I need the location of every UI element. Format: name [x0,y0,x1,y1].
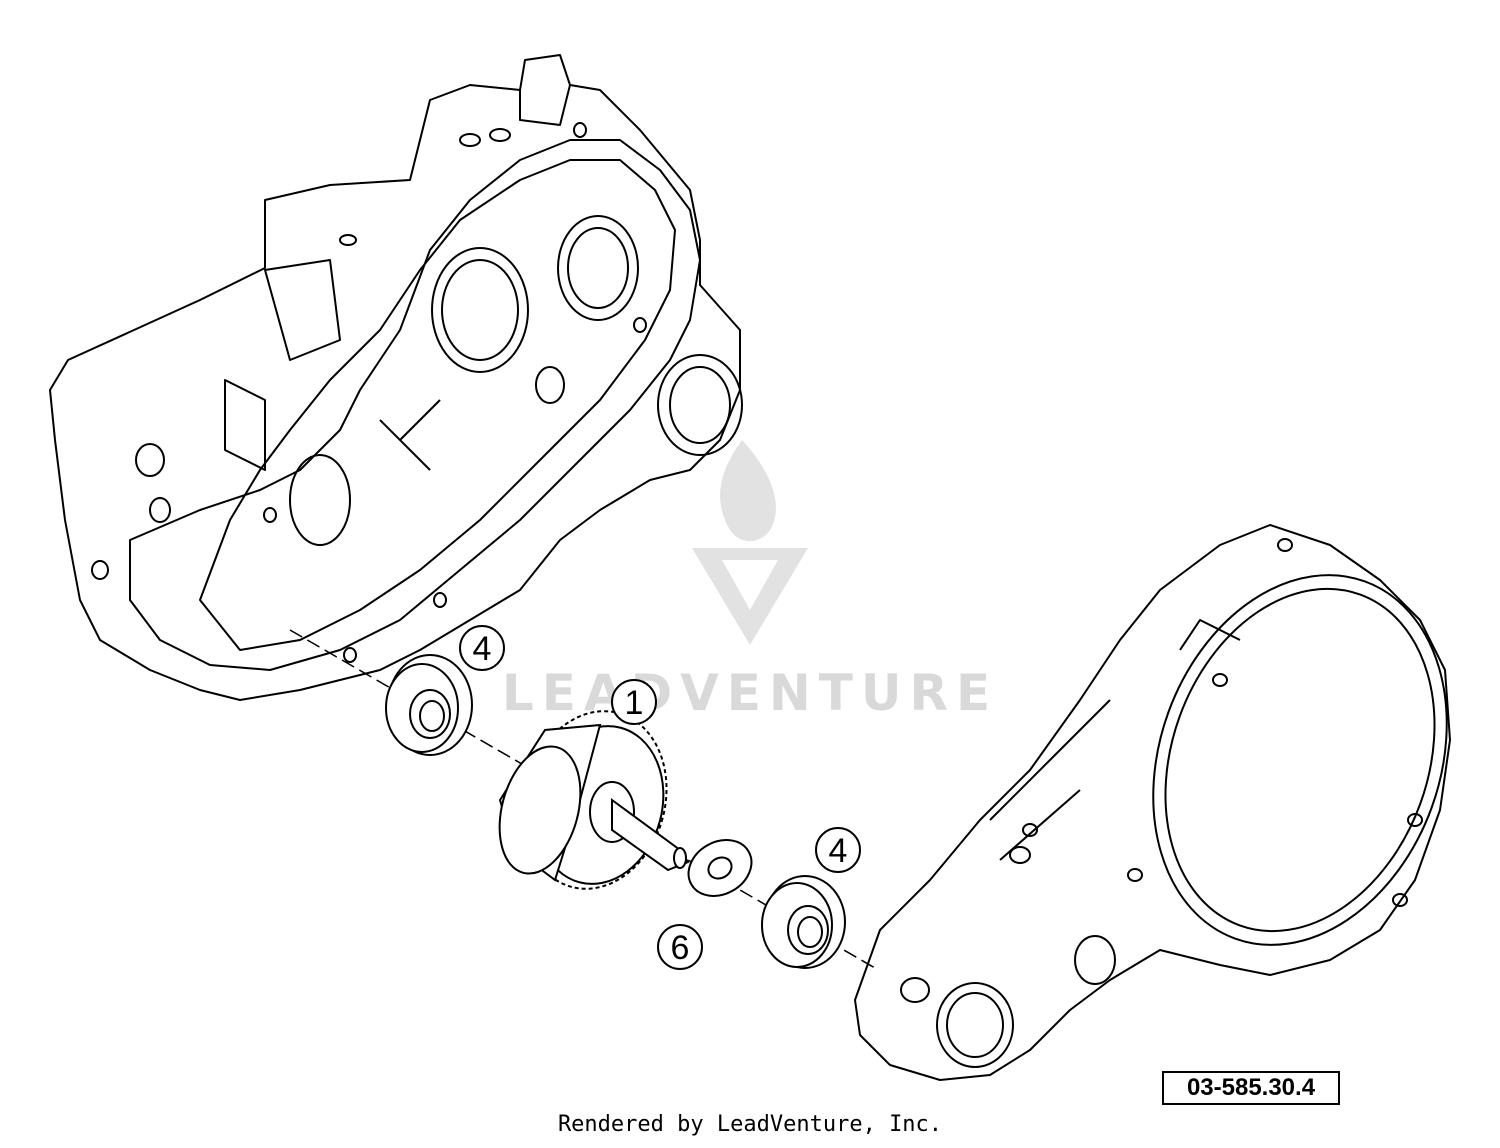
bearing-top [385,654,473,756]
callout-label: 6 [671,929,690,967]
diagram-reference-number: 03-585.30.4 [1162,1071,1340,1105]
clutch-cover [854,524,1451,1081]
callout-bearing-top: 4 [459,625,505,671]
crankcase-half [49,54,743,701]
starter-freewheel-gear [498,710,690,890]
watermark-text: LEADVENTURE [502,664,998,722]
callout-starter-gear: 1 [611,679,657,725]
callout-washer: 6 [657,924,703,970]
v-logo-icon [692,548,808,645]
washer [687,839,753,897]
leadventure-watermark: LEADVENTURE [502,440,998,722]
rendered-by-footer: Rendered by LeadVenture, Inc. [557,1112,943,1137]
callout-bearing-bottom: 4 [815,827,861,873]
bearing-bottom [761,875,846,969]
callout-label: 4 [473,630,492,668]
flame-logo-icon [720,440,776,542]
callout-label: 1 [625,684,644,722]
callout-label: 4 [829,832,848,870]
